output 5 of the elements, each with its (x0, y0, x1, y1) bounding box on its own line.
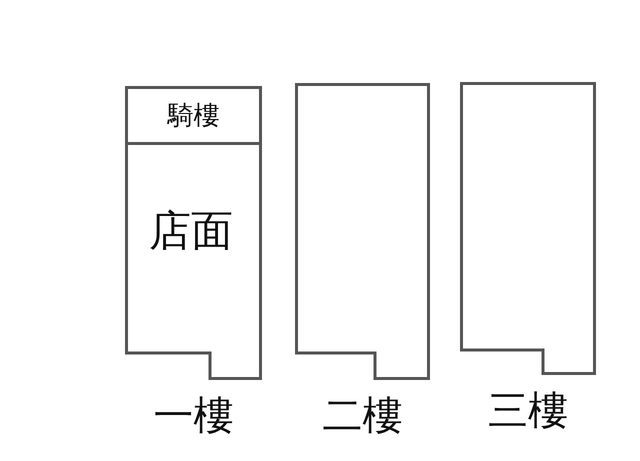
floor-label: 三樓 (488, 387, 568, 436)
floor-label: 二樓 (322, 392, 402, 441)
room-label: 騎樓 (168, 100, 220, 133)
floor-label: 一樓 (154, 392, 234, 441)
room-label: 店面 (149, 205, 233, 257)
